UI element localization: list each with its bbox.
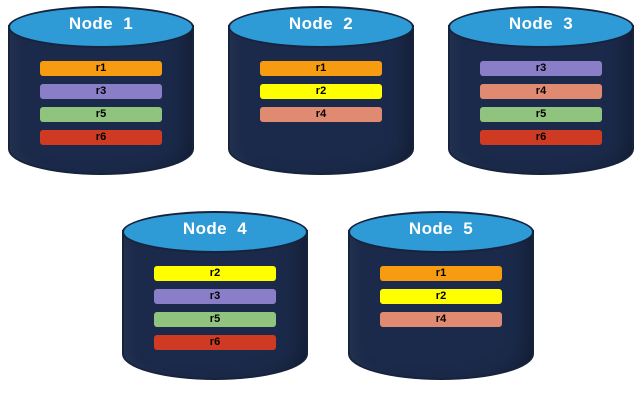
cylinder-top-ellipse [228, 6, 414, 48]
replica-bar-r5[interactable]: r5 [480, 107, 602, 122]
replica-bar-r6[interactable]: r6 [480, 130, 602, 145]
cylinder-body [122, 230, 308, 380]
node-title-label: Node 2 [288, 14, 354, 33]
replica-bar-r1[interactable]: r1 [260, 61, 382, 76]
replica-bar-r3[interactable]: r3 [480, 61, 602, 76]
replica-list: r3 r4 r5 r6 [480, 61, 602, 153]
replica-bar-r4[interactable]: r4 [380, 312, 502, 327]
database-cylinder-node-2[interactable]: Node 2 r1 r2 r4 [228, 4, 414, 184]
replica-bar-r2[interactable]: r2 [380, 289, 502, 304]
replica-bar-r3[interactable]: r3 [154, 289, 276, 304]
database-cylinder-node-5[interactable]: Node 5 r1 r2 r4 [348, 209, 534, 389]
database-cylinder-node-3[interactable]: Node 3 r3 r4 r5 r6 [448, 4, 634, 184]
node-title-label: Node 4 [182, 219, 248, 238]
database-cylinder-node-4[interactable]: Node 4 r2 r3 r5 r6 [122, 209, 308, 389]
replica-bar-r3[interactable]: r3 [40, 84, 162, 99]
replica-list: r1 r3 r5 r6 [40, 61, 162, 153]
replica-bar-r4[interactable]: r4 [260, 107, 382, 122]
replica-bar-r2[interactable]: r2 [260, 84, 382, 99]
replica-bar-r6[interactable]: r6 [154, 335, 276, 350]
cylinder-top-ellipse [8, 6, 194, 48]
cylinder-top-ellipse [448, 6, 634, 48]
node-title-label: Node 5 [408, 219, 474, 238]
replica-bar-r5[interactable]: r5 [40, 107, 162, 122]
replica-bar-r1[interactable]: r1 [380, 266, 502, 281]
replica-list: r2 r3 r5 r6 [154, 266, 276, 358]
replica-list: r1 r2 r4 [260, 61, 382, 130]
cylinder-top-ellipse [122, 211, 308, 253]
replica-bar-r2[interactable]: r2 [154, 266, 276, 281]
replica-bar-r1[interactable]: r1 [40, 61, 162, 76]
database-cylinder-node-1[interactable]: Node 1 r1 r3 r5 r6 [8, 4, 194, 184]
cylinder-body [448, 25, 634, 175]
cylinder-body [228, 25, 414, 175]
node-title-label: Node 3 [508, 14, 574, 33]
replica-bar-r5[interactable]: r5 [154, 312, 276, 327]
replica-bar-r6[interactable]: r6 [40, 130, 162, 145]
replica-list: r1 r2 r4 [380, 266, 502, 335]
node-title-label: Node 1 [68, 14, 134, 33]
cylinder-top-ellipse [348, 211, 534, 253]
replica-bar-r4[interactable]: r4 [480, 84, 602, 99]
